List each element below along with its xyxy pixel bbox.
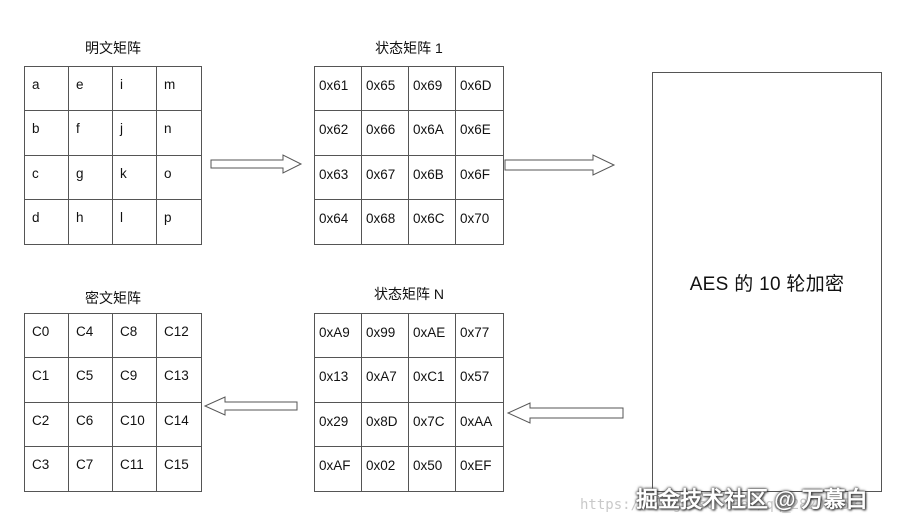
matrix-cell: a (25, 67, 69, 112)
matrix-cell: 0xAF (315, 446, 362, 491)
matrix-cell: C2 (25, 402, 69, 447)
matrix-cell: 0x77 (456, 314, 503, 359)
matrix-cell: 0x67 (362, 155, 409, 200)
matrix-cell: n (157, 111, 201, 156)
matrix-cell: 0x6E (456, 111, 503, 156)
matrix-cell: o (157, 156, 201, 200)
matrix-cell: 0xA9 (315, 314, 362, 359)
matrix-cell: 0x64 (315, 199, 362, 244)
state-matrix-1-title: 状态矩阵 1 (375, 40, 443, 56)
matrix-cell: C5 (69, 358, 113, 403)
aes-rounds-label: AES 的 10 轮加密 (689, 273, 845, 295)
matrix-cell: 0x66 (362, 111, 409, 156)
matrix-cell: 0x8D (362, 402, 409, 447)
matrix-cell: 0x13 (315, 358, 362, 403)
watermark-brand: 掘金技术社区 @ 万慕白 (636, 487, 868, 512)
matrix-cell: h (69, 199, 113, 244)
matrix-cell: 0xA7 (362, 358, 409, 403)
matrix-cell: 0xC1 (409, 358, 456, 403)
matrix-cell: C4 (69, 314, 113, 359)
matrix-cell: d (25, 199, 69, 244)
matrix-cell: 0x02 (362, 446, 409, 491)
matrix-cell: 0x6A (409, 111, 456, 156)
matrix-cell: 0x70 (460, 210, 490, 226)
matrix-cell: C9 (113, 358, 157, 403)
matrix-cell: C1 (25, 358, 69, 403)
matrix-cell: 0x57 (456, 358, 503, 403)
matrix-cell: 0x68 (362, 199, 409, 244)
matrix-cell: C11 (113, 446, 157, 491)
matrix-cell: 0x63 (315, 155, 362, 200)
matrix-cell: m (157, 67, 201, 112)
matrix-cell: 0x7C (409, 402, 456, 447)
matrix-cell: C0 (25, 314, 69, 359)
matrix-cell: 0x6C (409, 199, 456, 244)
matrix-cell: 0x6B (409, 155, 456, 200)
matrix-cell: p (164, 209, 172, 225)
matrix-cell: C7 (69, 446, 113, 491)
matrix-cell: 0x69 (409, 67, 456, 112)
matrix-cell: C8 (113, 314, 157, 359)
matrix-cell: C3 (25, 446, 69, 491)
matrix-cell: 0xEF (460, 457, 492, 473)
matrix-cell: 0x6F (456, 156, 503, 200)
state-matrix-n-title: 状态矩阵 N (374, 286, 444, 302)
matrix-cell: 0x62 (315, 111, 362, 156)
matrix-cell: j (113, 111, 157, 156)
matrix-cell: c (25, 155, 69, 200)
matrix-cell: 0x61 (315, 67, 362, 112)
ciphertext-matrix-title: 密文矩阵 (85, 290, 141, 306)
aes-rounds-box: AES 的 10 轮加密 (652, 72, 882, 492)
matrix-cell: C10 (113, 402, 157, 447)
matrix-cell: f (69, 111, 113, 156)
matrix-cell: 0x50 (409, 446, 456, 491)
matrix-cell: e (69, 67, 113, 112)
matrix-cell: b (25, 111, 69, 156)
matrix-cell: i (113, 67, 157, 112)
matrix-cell: C15 (164, 456, 189, 472)
matrix-cell: 0x29 (315, 402, 362, 447)
plaintext-matrix-title: 明文矩阵 (85, 40, 141, 56)
matrix-cell: 0x6D (456, 67, 503, 112)
matrix-cell: C13 (157, 358, 201, 403)
arrow-state1-to-aes (504, 154, 616, 176)
matrix-cell: l (113, 199, 157, 244)
arrow-plaintext-to-state1 (210, 154, 303, 174)
matrix-cell: g (69, 155, 113, 200)
arrow-aes-to-staten (506, 402, 624, 424)
matrix-cell: 0x99 (362, 314, 409, 359)
matrix-cell: k (113, 155, 157, 200)
arrow-staten-to-ciphertext (203, 396, 298, 416)
matrix-cell: 0x65 (362, 67, 409, 112)
matrix-cell: 0xAE (409, 314, 456, 359)
matrix-cell: C6 (69, 402, 113, 447)
matrix-cell: C12 (157, 314, 201, 359)
watermark-url: https://blog.csdn.net/qq_28205153 (580, 497, 859, 513)
matrix-cell: C14 (157, 403, 201, 447)
matrix-cell: 0xAA (456, 403, 503, 447)
